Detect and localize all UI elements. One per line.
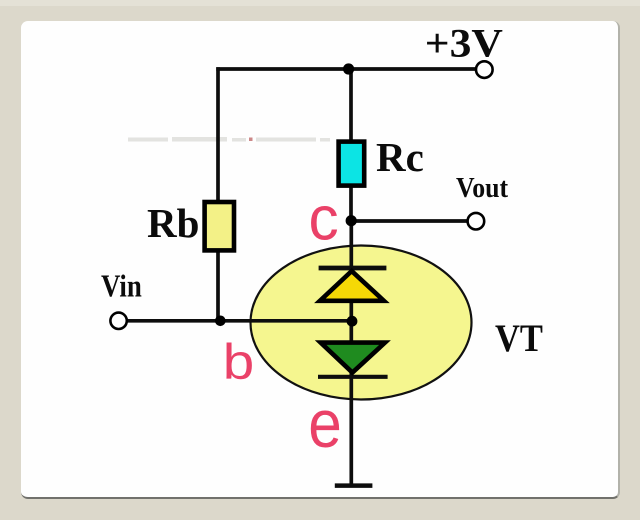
svg-text:Vin: Vin [101, 269, 142, 304]
svg-text:Rc: Rc [376, 134, 424, 180]
svg-text:e: e [308, 386, 342, 462]
svg-text:Rb: Rb [147, 200, 199, 246]
svg-text:VT: VT [495, 316, 543, 359]
svg-text:b: b [223, 334, 255, 390]
svg-text:+3V: +3V [425, 22, 503, 66]
svg-text:Vout: Vout [456, 172, 509, 204]
svg-text:c: c [309, 184, 339, 253]
